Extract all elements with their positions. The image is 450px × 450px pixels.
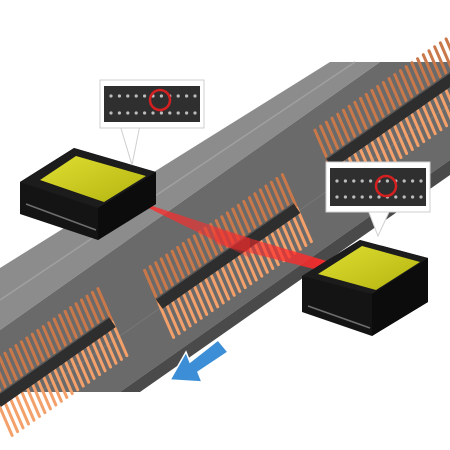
magnified-pin <box>134 111 138 115</box>
magnified-pin <box>176 94 180 98</box>
connector-pin <box>0 403 14 437</box>
connector-rail <box>325 72 450 169</box>
pin-header-connectors <box>0 37 450 437</box>
connector-rail-edge <box>0 316 110 394</box>
magnified-pin <box>143 111 147 115</box>
magnified-pin <box>411 195 415 199</box>
magnified-pin <box>109 94 113 98</box>
magnified-pin <box>185 94 189 98</box>
magnified-pin <box>193 94 197 98</box>
magnified-pin <box>343 195 347 199</box>
magnified-pin <box>151 111 155 115</box>
magnified-pin <box>385 179 389 183</box>
magnified-pin <box>419 179 423 183</box>
magnified-pin <box>402 179 406 183</box>
magnified-pin <box>352 195 356 199</box>
magnified-pin <box>159 111 163 115</box>
magnified-pin <box>134 94 138 98</box>
connector-pin <box>438 41 450 69</box>
callout-right-highlight-icon <box>374 174 398 198</box>
magnified-pin <box>411 179 415 183</box>
connector-pin <box>444 37 450 52</box>
connector-center <box>143 173 313 339</box>
connector-rail <box>0 317 116 407</box>
callout-left-pins <box>109 94 197 115</box>
magnified-pin <box>402 195 406 199</box>
magnified-pin <box>126 111 130 115</box>
connector-rail-edge <box>155 202 294 300</box>
magnified-pin <box>126 94 130 98</box>
magnified-pin <box>335 179 339 183</box>
inspection-sensor-right-icon <box>302 240 428 336</box>
magnified-pin <box>185 111 189 115</box>
callout-left <box>99 79 205 166</box>
connector-front <box>0 287 129 437</box>
conveyor-direction-arrow-icon <box>168 338 230 383</box>
magnified-pin <box>419 195 423 199</box>
magnified-pin <box>159 94 163 98</box>
magnified-pin <box>343 179 347 183</box>
connector-pin <box>157 302 176 339</box>
magnified-pin <box>369 179 373 183</box>
magnified-pin <box>193 111 197 115</box>
magnified-pin <box>335 195 339 199</box>
magnified-pin <box>109 111 113 115</box>
magnified-pin <box>168 111 172 115</box>
magnified-pin <box>360 179 364 183</box>
callout-left-highlight-icon <box>148 88 172 112</box>
magnified-pin <box>352 179 356 183</box>
callout-right <box>325 161 431 238</box>
magnified-pin <box>117 94 121 98</box>
connector-rail <box>155 203 301 309</box>
connector-pin <box>96 287 114 324</box>
connector-back <box>313 37 450 199</box>
magnified-pin <box>176 111 180 115</box>
magnified-pin <box>143 94 147 98</box>
magnified-pin <box>394 195 398 199</box>
magnified-pin <box>117 111 121 115</box>
magnified-pin <box>369 195 373 199</box>
inspection-sensor-left-icon <box>20 148 156 240</box>
magnified-pin <box>377 195 381 199</box>
laser-beam-right <box>215 228 330 270</box>
magnified-pin <box>360 195 364 199</box>
connector-pin <box>280 173 299 210</box>
connector-rail-edge <box>325 71 450 160</box>
